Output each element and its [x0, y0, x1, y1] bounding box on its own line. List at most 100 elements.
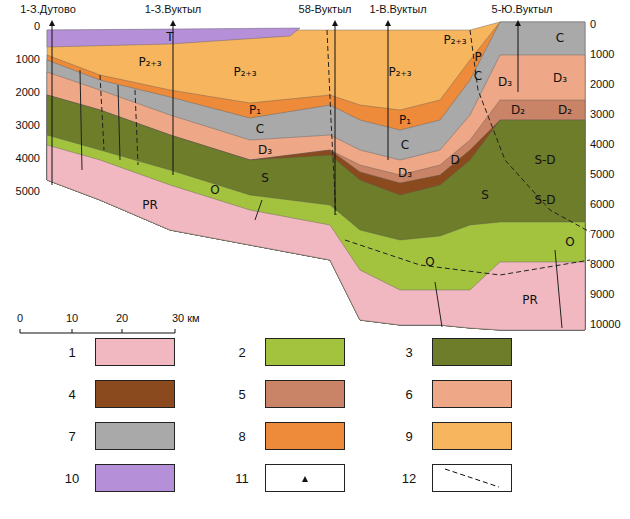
legend-symbol	[433, 465, 511, 491]
well-name: 58-Вуктыл	[299, 4, 352, 15]
well-legend-symbol	[265, 464, 345, 492]
legend-number: 8	[238, 430, 245, 443]
well-line	[52, 24, 53, 185]
layer-label: P₂₊₃	[443, 34, 466, 46]
legend-swatch	[432, 422, 512, 450]
rock-layer	[47, 95, 585, 330]
rock-layer	[47, 145, 585, 330]
well-line	[173, 24, 174, 175]
layer-label: S-D	[534, 194, 555, 206]
legend-swatch	[265, 380, 345, 408]
legend-number: 3	[405, 346, 412, 359]
depth-label: 0	[590, 19, 596, 30]
well-name: 1-З.Дутово	[20, 4, 76, 15]
rock-layer	[47, 135, 585, 330]
legend-number: 4	[68, 388, 75, 401]
fault-line	[555, 250, 562, 328]
layer-label: D₃	[398, 167, 412, 179]
layer-label: D₃	[553, 72, 567, 84]
legend-number: 2	[238, 346, 245, 359]
legend-number: 11	[235, 472, 249, 485]
fault-legend-symbol	[432, 464, 512, 492]
layer-label: PR	[522, 294, 538, 306]
legend-number: 7	[68, 430, 75, 443]
fault-line	[118, 85, 120, 160]
fault-line	[100, 75, 104, 150]
layer-label: P₂₊₃	[388, 66, 411, 78]
depth-label: 2000	[590, 79, 614, 90]
well-line	[518, 24, 519, 92]
depth-label: 1000	[590, 49, 614, 60]
layer-label: O	[210, 184, 219, 196]
well-symbol	[302, 476, 308, 482]
scale-tick	[20, 329, 21, 333]
layer-label: D₃	[498, 76, 512, 88]
well-line	[335, 24, 336, 215]
well-symbol	[332, 20, 338, 26]
scale-bar	[20, 332, 175, 333]
depth-label: 2000	[16, 87, 40, 98]
layer-label: C	[401, 139, 409, 151]
legend-number: 12	[402, 472, 416, 485]
layer-label: S-D	[534, 154, 555, 166]
layer-label: P	[474, 51, 481, 63]
scale-label: 30 км	[172, 313, 200, 324]
well-name: 1-В.Вуктыл	[369, 4, 426, 15]
legend-number: 9	[405, 430, 412, 443]
layer-label: S	[261, 172, 269, 184]
scale-label: 20	[116, 313, 128, 324]
depth-label: 3000	[16, 120, 40, 131]
layer-label: D₃	[258, 144, 272, 156]
legend-swatch	[95, 380, 175, 408]
layer-label: D₂	[558, 104, 572, 116]
depth-label: 7000	[590, 229, 614, 240]
layer-label: C	[256, 123, 264, 135]
depth-label: 4000	[590, 139, 614, 150]
depth-label: 10000	[590, 319, 621, 330]
legend-swatch	[432, 338, 512, 366]
legend-swatch	[265, 338, 345, 366]
depth-label: 8000	[590, 259, 614, 270]
legend-swatch	[265, 422, 345, 450]
fault-line	[255, 200, 262, 220]
fault-line	[80, 70, 82, 170]
layer-label: C	[474, 70, 482, 82]
rock-layer	[47, 22, 585, 330]
depth-label: 6000	[590, 199, 614, 210]
well-name: 1-З.Вуктыл	[145, 4, 202, 15]
layer-label: P₂₊₃	[138, 56, 161, 68]
depth-label: 4000	[16, 153, 40, 164]
depth-label: 0	[34, 21, 40, 32]
legend-number: 1	[68, 346, 75, 359]
layer-label: P₁	[249, 104, 261, 116]
legend-number: 5	[238, 388, 245, 401]
depth-label: 3000	[590, 109, 614, 120]
well-symbol	[515, 20, 521, 26]
legend-number: 6	[405, 388, 412, 401]
layer-label: S	[481, 189, 489, 201]
scale-label: 10	[66, 313, 78, 324]
legend-swatch	[95, 464, 175, 492]
legend-swatch	[95, 422, 175, 450]
layer-label: P₁	[399, 114, 411, 126]
scale-tick	[175, 329, 176, 333]
fault-line	[435, 282, 442, 327]
rock-layer	[47, 22, 585, 330]
layer-label: PR	[142, 199, 158, 211]
fault-line	[345, 240, 590, 275]
depth-label: 5000	[590, 169, 614, 180]
fault-line	[135, 90, 138, 165]
layer-label: T	[166, 31, 173, 43]
rock-layer	[47, 22, 585, 330]
rock-layer	[47, 95, 585, 330]
well-name: 5-Ю.Вуктыл	[492, 4, 553, 15]
well-line	[388, 24, 389, 160]
legend-number: 10	[65, 472, 79, 485]
scale-tick	[122, 329, 123, 333]
well-symbol	[49, 20, 55, 26]
depth-label: 1000	[16, 54, 40, 65]
layer-label: O	[565, 236, 574, 248]
depth-label: 9000	[590, 289, 614, 300]
layer-label: C	[556, 32, 564, 44]
